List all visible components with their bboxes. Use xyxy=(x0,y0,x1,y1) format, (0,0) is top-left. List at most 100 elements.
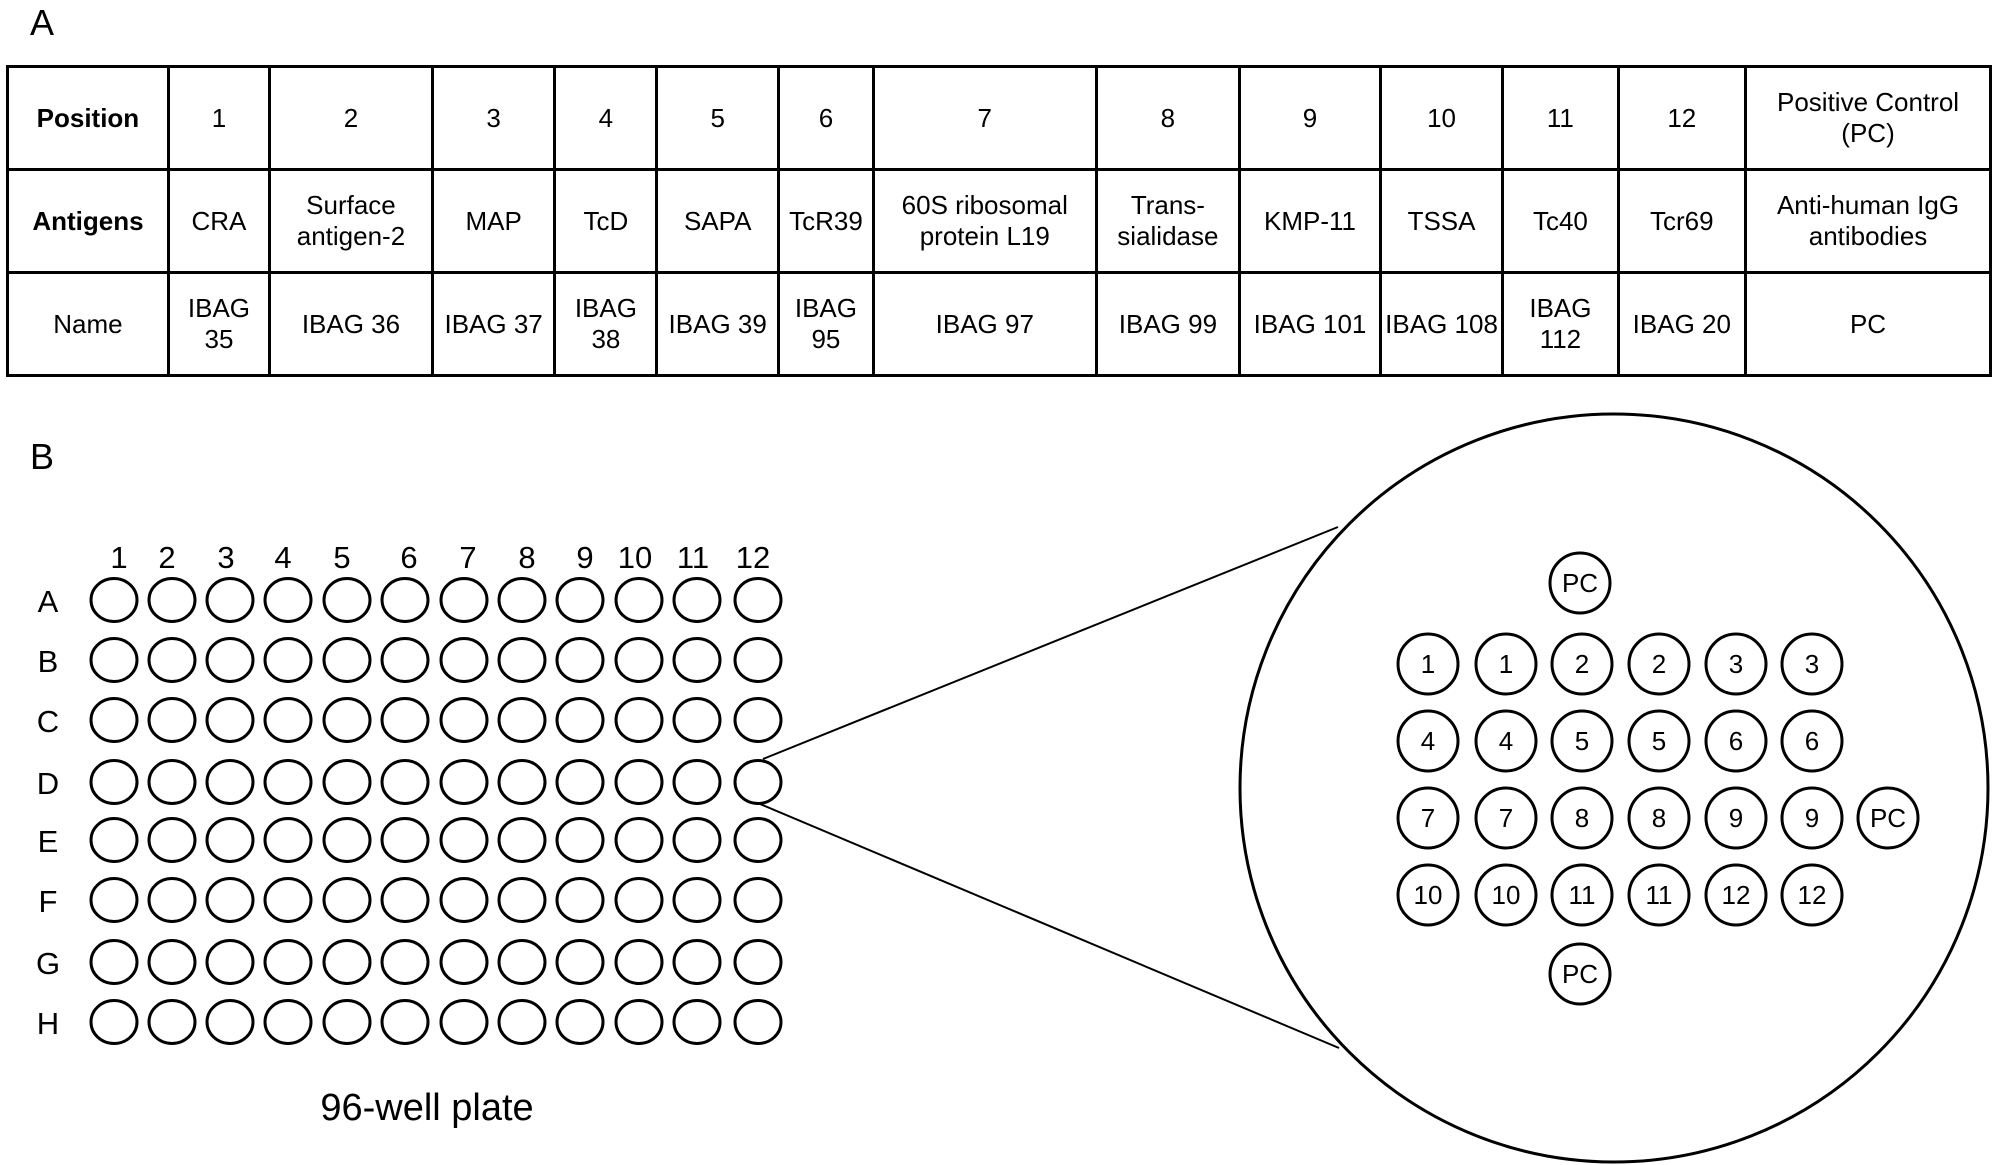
spot-label: 6 xyxy=(1729,726,1743,756)
plate-well-C6 xyxy=(380,697,430,743)
plate-column-label: 7 xyxy=(459,540,476,575)
spot-label: 1 xyxy=(1421,649,1435,679)
spot-circle xyxy=(1627,786,1691,850)
table-cell-antigen: Surface antigen-2 xyxy=(268,168,434,274)
spot-circle xyxy=(1550,786,1614,850)
plate-well-E8 xyxy=(497,817,547,863)
table-cell-antigen: MAP xyxy=(430,168,557,274)
spot-circle xyxy=(1396,786,1460,850)
plate-well-E9 xyxy=(555,817,605,863)
plate-well-A8 xyxy=(497,577,547,623)
spot-circle xyxy=(1474,632,1538,696)
table-cell-position: 12 xyxy=(1616,65,1748,171)
plate-well-E10 xyxy=(614,817,664,863)
table-cell-position: 1 xyxy=(166,65,272,171)
spot-antigen: 2 xyxy=(1550,632,1614,696)
plate-well-B8 xyxy=(497,637,547,683)
plate-well-F1 xyxy=(89,877,139,923)
table-cell-antigen: Tc40 xyxy=(1501,168,1620,274)
plate-well-D4 xyxy=(263,759,313,805)
spot-label: 12 xyxy=(1722,880,1751,910)
spot-antigen: 10 xyxy=(1396,863,1460,927)
plate-row-label: G xyxy=(36,946,60,981)
plate-well-H10 xyxy=(614,999,664,1045)
table-cell-position: 7 xyxy=(871,65,1098,171)
table-cell-antigen: CRA xyxy=(166,168,272,274)
spot-label: 7 xyxy=(1499,803,1513,833)
plate-column-label: 9 xyxy=(576,540,593,575)
plate-row-label: A xyxy=(38,584,59,619)
spot-label: 8 xyxy=(1652,803,1666,833)
table-cell-position: 6 xyxy=(776,65,875,171)
plate-well-D6 xyxy=(380,759,430,805)
spot-circle xyxy=(1474,863,1538,927)
plate-well-D8 xyxy=(497,759,547,805)
plate-well-A4 xyxy=(263,577,313,623)
plate-well-H9 xyxy=(555,999,605,1045)
spot-circle xyxy=(1704,863,1768,927)
spot-antigen: 12 xyxy=(1780,863,1844,927)
plate-well-F9 xyxy=(555,877,605,923)
plate-well-C9 xyxy=(555,697,605,743)
plate-well-F7 xyxy=(439,877,489,923)
spot-circle xyxy=(1550,709,1614,773)
plate-well-F3 xyxy=(205,877,255,923)
plate-well-A6 xyxy=(380,577,430,623)
plate-well-G5 xyxy=(322,939,372,985)
spot-label: 2 xyxy=(1575,649,1589,679)
spot-circle xyxy=(1396,709,1460,773)
row-header-antigens: Antigens xyxy=(6,168,170,274)
table-cell-name: IBAG 112 xyxy=(1501,271,1620,377)
plate-well-G11 xyxy=(672,939,722,985)
spot-circle xyxy=(1396,632,1460,696)
plate-well-D2 xyxy=(147,759,197,805)
plate-well-B9 xyxy=(555,637,605,683)
plate-column-label: 11 xyxy=(677,540,709,575)
table-cell-position: 5 xyxy=(655,65,780,171)
plate-well-B2 xyxy=(147,637,197,683)
spot-circle xyxy=(1627,709,1691,773)
spot-label: 5 xyxy=(1652,726,1666,756)
spot-antigen: 7 xyxy=(1396,786,1460,850)
plate-well-F11 xyxy=(672,877,722,923)
table-cell-position: 4 xyxy=(553,65,659,171)
spot-antigen: 3 xyxy=(1704,632,1768,696)
plate-well-B4 xyxy=(263,637,313,683)
table-cell-position: 9 xyxy=(1238,65,1382,171)
spot-antigen: 1 xyxy=(1396,632,1460,696)
plate-well-A10 xyxy=(614,577,664,623)
table-cell-position: 2 xyxy=(268,65,434,171)
plate-well-F10 xyxy=(614,877,664,923)
well-magnified-circle xyxy=(1238,412,1990,1164)
plate-well-E5 xyxy=(322,817,372,863)
table-cell-name: IBAG 97 xyxy=(871,271,1098,377)
spot-circle xyxy=(1627,632,1691,696)
plate-well-A9 xyxy=(555,577,605,623)
spot-circle xyxy=(1780,786,1844,850)
spot-antigen: 9 xyxy=(1704,786,1768,850)
table-cell-position: 3 xyxy=(430,65,557,171)
spot-antigen: 7 xyxy=(1474,786,1538,850)
spot-label: 1 xyxy=(1499,649,1513,679)
plate-well-G3 xyxy=(205,939,255,985)
plate-well-E3 xyxy=(205,817,255,863)
table-cell-antigen: TSSA xyxy=(1378,168,1505,274)
spot-antigen: 4 xyxy=(1396,709,1460,773)
plate-well-G6 xyxy=(380,939,430,985)
table-cell-name: PC xyxy=(1744,271,1992,377)
spot-antigen: 10 xyxy=(1474,863,1538,927)
table-cell-name: IBAG 39 xyxy=(655,271,780,377)
table-cell-antigen: Trans-sialidase xyxy=(1094,168,1242,274)
plate-well-A11 xyxy=(672,577,722,623)
spot-label: PC xyxy=(1870,803,1906,833)
table-cell-name: IBAG 95 xyxy=(776,271,875,377)
plate-well-A3 xyxy=(205,577,255,623)
plate-well-D11 xyxy=(672,759,722,805)
zoom-line-lower xyxy=(759,803,1340,1049)
plate-well-C3 xyxy=(205,697,255,743)
plate-well-H4 xyxy=(263,999,313,1045)
